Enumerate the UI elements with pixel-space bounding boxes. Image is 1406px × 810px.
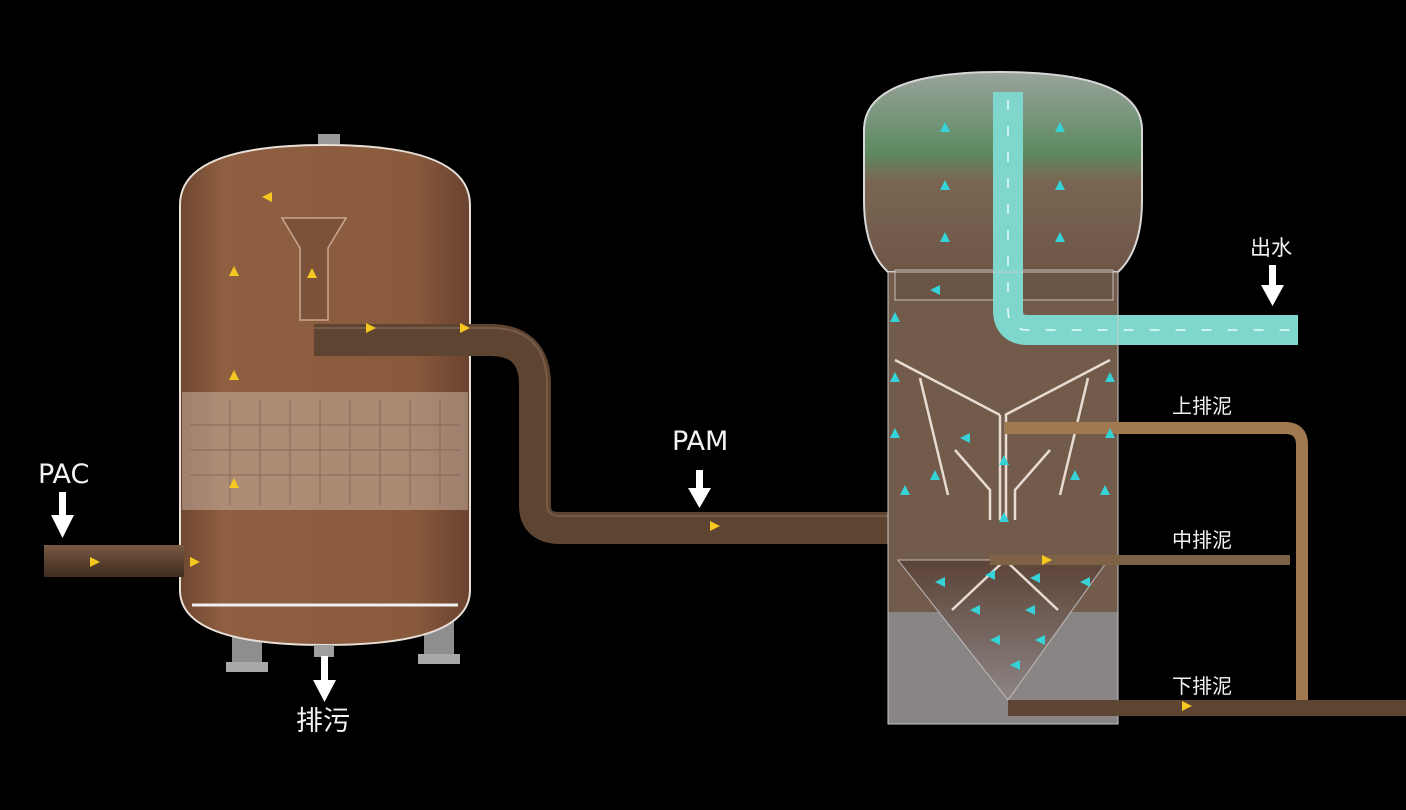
flow-arrow-icon (262, 192, 272, 202)
flow-arrow-icon (229, 370, 239, 380)
flow-arrow-icon (890, 372, 900, 382)
flow-arrow-icon (1105, 372, 1115, 382)
lower-sludge-pipe (1008, 700, 1406, 716)
inclined-baffles (894, 358, 1111, 611)
lower-sludge-label: 下排泥 (1172, 674, 1232, 698)
tank-top-nozzle (318, 134, 340, 144)
flow-arrow-icon (1055, 180, 1065, 190)
upper-sludge-pipe (1005, 422, 1308, 700)
reactor-tank (179, 134, 471, 672)
flow-arrow-icon (307, 268, 317, 278)
filter-layer (182, 392, 468, 510)
down-arrow-icon (313, 656, 336, 702)
flow-arrow-icon (1010, 660, 1020, 670)
flow-arrows-yellow (90, 192, 1192, 711)
flow-arrow-icon (1055, 122, 1065, 132)
flow-arrow-icon (935, 577, 945, 587)
flow-arrow-icon (900, 485, 910, 495)
connector-pipe (314, 324, 892, 544)
flow-arrow-icon (1030, 573, 1040, 583)
flow-arrow-icon (970, 605, 980, 615)
flow-arrow-icon (890, 428, 900, 438)
flow-arrow-icon (930, 470, 940, 480)
flow-arrow-icon (460, 323, 470, 333)
upper-sludge-label: 上排泥 (1172, 394, 1232, 418)
flow-arrow-icon (940, 122, 950, 132)
flow-arrow-icon (1042, 555, 1052, 565)
flow-arrow-icon (1080, 577, 1090, 587)
connector-pipe-highlight (314, 327, 892, 517)
flow-arrows-cyan (890, 122, 1115, 670)
flow-arrow-icon (366, 323, 376, 333)
flow-arrow-icon (960, 433, 970, 443)
pac-inlet-pipe (44, 545, 184, 577)
flow-arrow-icon (1070, 470, 1080, 480)
dosing-arrows (51, 265, 1284, 702)
flow-arrow-icon (985, 570, 995, 580)
clarifier-outline (887, 271, 1119, 725)
down-arrow-icon (1261, 265, 1284, 306)
clarifier-tank (863, 70, 1298, 725)
reactor-funnel (280, 217, 348, 321)
flow-arrow-icon (1025, 605, 1035, 615)
flow-arrow-icon (190, 557, 200, 567)
drain-nozzle (314, 645, 334, 657)
flow-arrow-icon (229, 266, 239, 276)
tank-leg-left-foot (226, 662, 268, 672)
flow-arrow-icon (999, 512, 1009, 522)
flow-arrow-icon (229, 478, 239, 488)
down-arrow-icon (51, 492, 74, 538)
flow-arrow-icon (890, 312, 900, 322)
outlet-label: 出水 (1250, 236, 1292, 260)
tank-leg-right-foot (418, 654, 460, 664)
flow-arrow-icon (1035, 635, 1045, 645)
flow-arrow-icon (1182, 701, 1192, 711)
flow-arrow-icon (990, 635, 1000, 645)
drain-label: 排污 (296, 706, 350, 737)
middle-sludge-label: 中排泥 (1172, 528, 1232, 552)
flow-arrow-icon (710, 521, 720, 531)
flow-arrow-icon (90, 557, 100, 567)
flow-arrow-icon (1055, 232, 1065, 242)
flow-arrow-icon (1100, 485, 1110, 495)
flow-arrow-icon (1105, 428, 1115, 438)
flow-arrow-icon (999, 455, 1009, 465)
pac-label: PAC (38, 459, 90, 490)
outlet-pipe-centerline (1007, 100, 1290, 331)
flow-arrow-icon (930, 285, 940, 295)
flow-arrow-icon (940, 232, 950, 242)
down-arrow-icon (688, 470, 711, 508)
flow-arrow-icon (940, 180, 950, 190)
pam-label: PAM (672, 426, 729, 457)
